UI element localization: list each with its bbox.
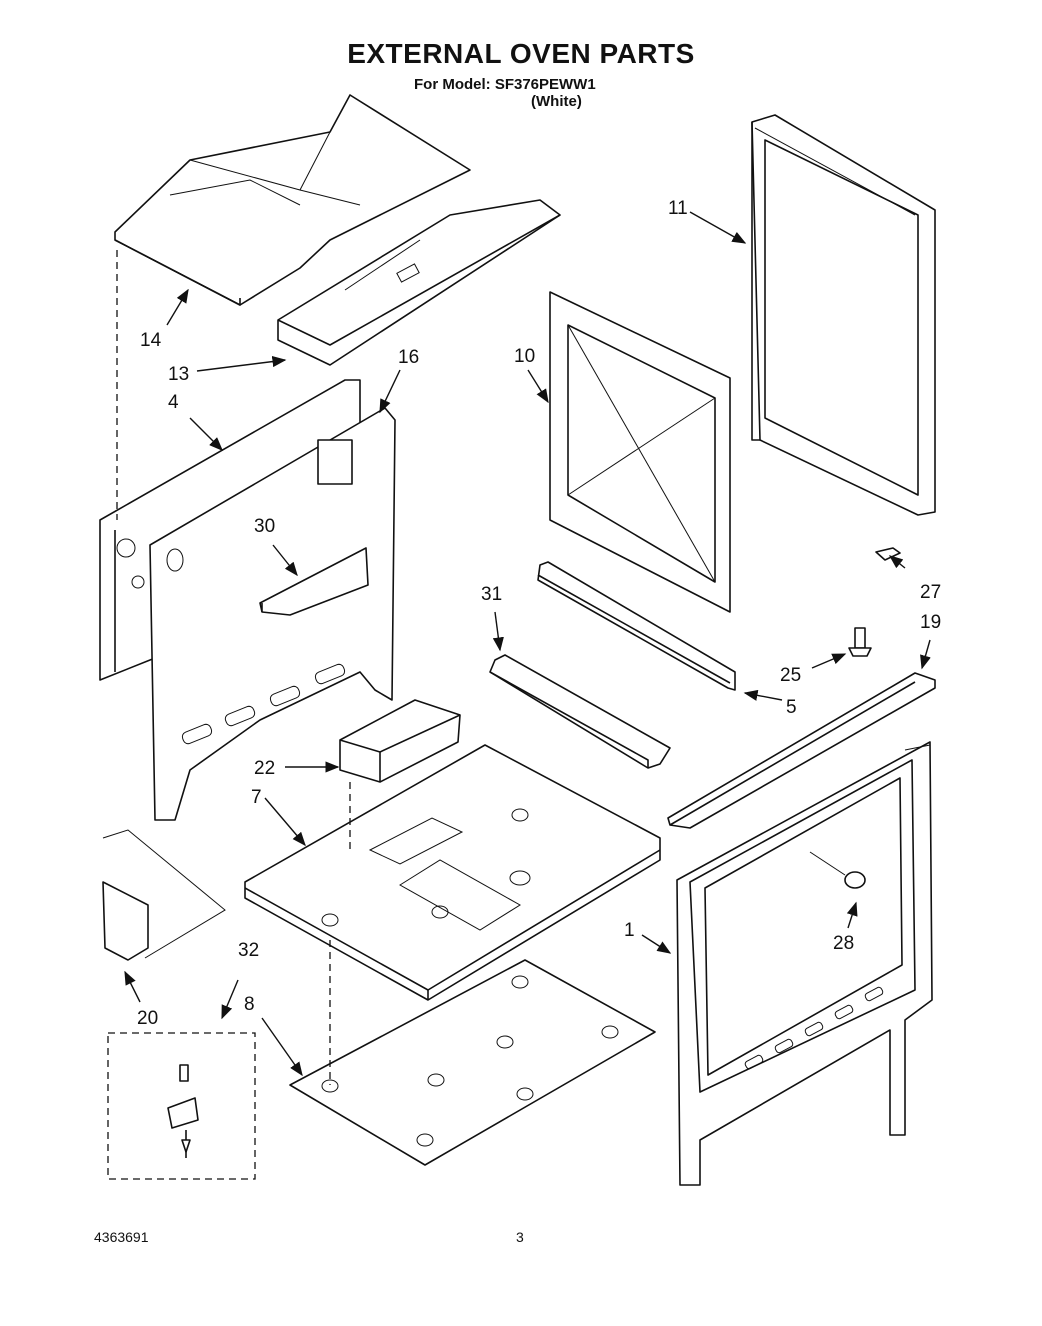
part-19-front-rail	[667, 672, 936, 829]
part-31-channel	[489, 654, 671, 769]
callout-25: 25	[780, 665, 801, 686]
part-32-hardware-kit	[107, 1032, 256, 1180]
part-11-side-panel	[751, 114, 936, 516]
document-number: 4363691	[94, 1229, 149, 1245]
callout-13: 13	[168, 364, 189, 385]
part-16-inner-side-panel	[149, 407, 396, 821]
callout-7: 7	[251, 787, 262, 808]
part-28-sensor	[809, 851, 866, 889]
part-5-rail	[537, 561, 736, 691]
part-8-bottom-panel	[289, 959, 656, 1166]
callout-11: 11	[668, 198, 688, 219]
callout-4: 4	[168, 392, 179, 413]
part-13-support-rail	[277, 199, 561, 366]
part-27-clip	[875, 547, 901, 561]
part-1-front-frame	[676, 741, 933, 1186]
callout-arrows	[124, 211, 931, 1077]
page-number: 3	[516, 1229, 524, 1245]
callout-20: 20	[137, 1008, 158, 1029]
part-25-valve	[848, 627, 872, 657]
callout-1: 1	[624, 920, 635, 941]
part-7-base-pan	[244, 744, 661, 1001]
part-22-box	[339, 699, 461, 783]
part-30-bracket	[259, 547, 369, 616]
callout-28: 28	[833, 933, 854, 954]
callout-27: 27	[920, 582, 941, 603]
callout-30: 30	[254, 516, 275, 537]
page-title: EXTERNAL OVEN PARTS	[347, 38, 695, 69]
callout-22: 22	[254, 758, 275, 779]
part-10-gasket-frame	[549, 291, 731, 613]
callout-8: 8	[244, 994, 255, 1015]
callout-19: 19	[920, 612, 941, 633]
part-20-shield	[102, 829, 226, 961]
callout-14: 14	[140, 330, 162, 351]
callout-32: 32	[238, 940, 259, 961]
callout-16: 16	[398, 347, 419, 368]
color-label: (White)	[531, 93, 582, 110]
callout-31: 31	[481, 584, 502, 605]
callout-5: 5	[786, 697, 797, 718]
callout-10: 10	[514, 346, 535, 367]
model-label: For Model: SF376PEWW1	[414, 76, 596, 93]
part-14-top-panel	[114, 94, 471, 306]
